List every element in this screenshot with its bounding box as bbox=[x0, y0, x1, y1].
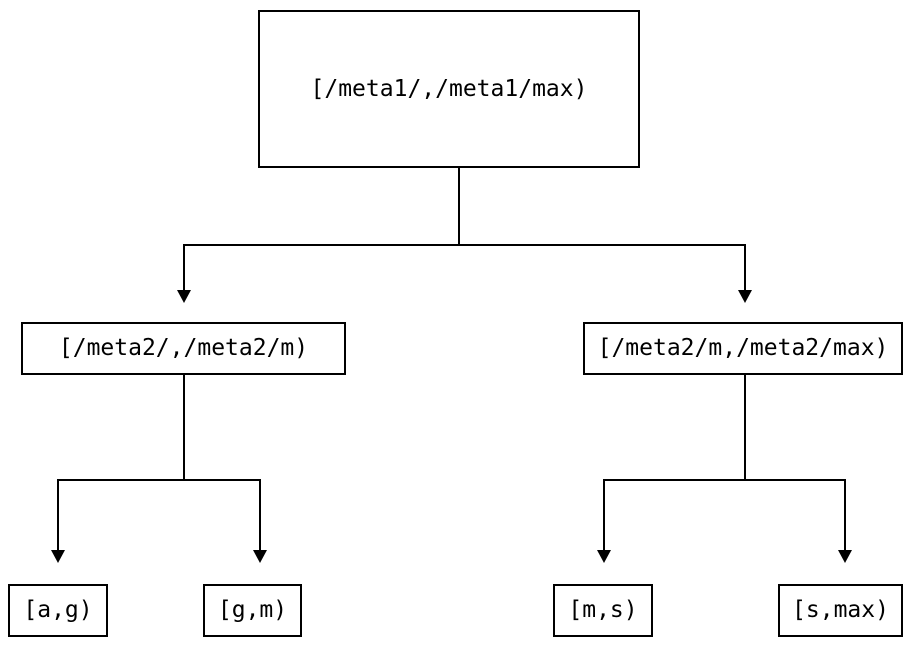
tree-node-leaf-m-s[interactable]: [m,s) bbox=[553, 584, 653, 637]
edge-level2-left-crossbar bbox=[57, 479, 261, 481]
edge-level2-left-stem bbox=[183, 375, 185, 480]
tree-node-level2-right[interactable]: [/meta2/m,/meta2/max) bbox=[583, 322, 903, 375]
tree-node-leaf-s-max[interactable]: [s,max) bbox=[778, 584, 903, 637]
edge-root-to-level2-right-drop bbox=[744, 244, 746, 290]
node-label: [a,g) bbox=[23, 597, 93, 623]
edge-level2-left-to-leaf-g-m-drop bbox=[259, 479, 261, 550]
node-label: [/meta2/m,/meta2/max) bbox=[597, 335, 889, 361]
node-label: [m,s) bbox=[568, 597, 638, 623]
edge-root-stem bbox=[458, 168, 460, 246]
arrowhead-leaf-m-s-icon bbox=[597, 550, 611, 563]
node-label: [g,m) bbox=[217, 597, 288, 623]
node-label: [/meta1/,/meta1/max) bbox=[310, 75, 588, 102]
edge-root-crossbar bbox=[183, 244, 746, 246]
arrowhead-root-to-level2-left-icon bbox=[177, 290, 191, 303]
node-label: [/meta2/,/meta2/m) bbox=[58, 335, 309, 361]
arrowhead-root-to-level2-right-icon bbox=[738, 290, 752, 303]
node-label: [s,max) bbox=[792, 597, 889, 623]
tree-node-leaf-g-m[interactable]: [g,m) bbox=[203, 584, 302, 637]
edge-level2-right-crossbar bbox=[603, 479, 846, 481]
edge-root-to-level2-left-drop bbox=[183, 244, 185, 290]
arrowhead-leaf-g-m-icon bbox=[253, 550, 267, 563]
tree-node-level2-left[interactable]: [/meta2/,/meta2/m) bbox=[21, 322, 346, 375]
edge-level2-right-to-leaf-s-max-drop bbox=[844, 479, 846, 550]
edge-level2-right-stem bbox=[744, 375, 746, 480]
tree-node-leaf-a-g[interactable]: [a,g) bbox=[8, 584, 108, 637]
arrowhead-leaf-s-max-icon bbox=[838, 550, 852, 563]
edge-level2-left-to-leaf-a-g-drop bbox=[57, 479, 59, 550]
tree-node-root[interactable]: [/meta1/,/meta1/max) bbox=[258, 10, 640, 168]
edge-level2-right-to-leaf-m-s-drop bbox=[603, 479, 605, 550]
arrowhead-leaf-a-g-icon bbox=[51, 550, 65, 563]
